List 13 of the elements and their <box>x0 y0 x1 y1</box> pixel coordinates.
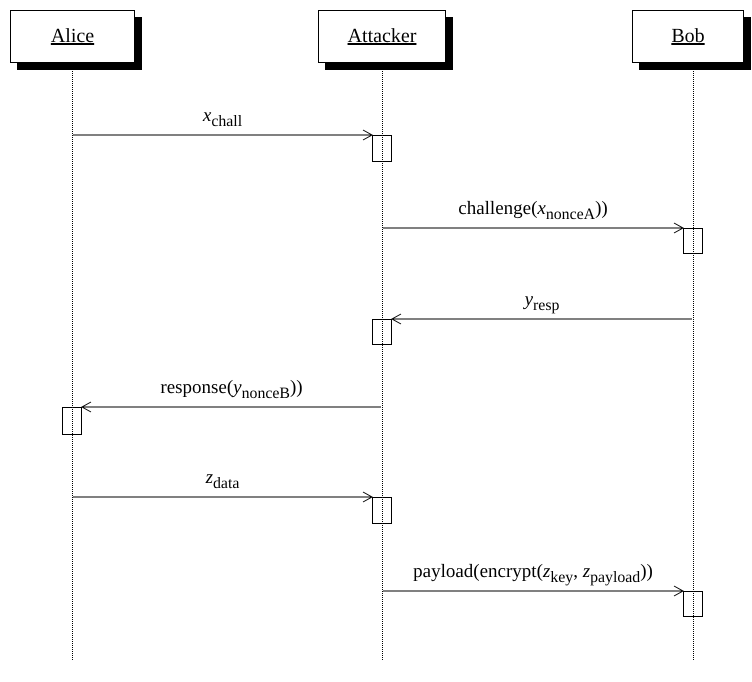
message-arrow <box>72 130 372 140</box>
edge-label: payload(encrypt(z$_{key}$, z$_{payload}$)) <box>411 561 655 587</box>
message-arrow <box>82 402 382 412</box>
activation-bar <box>372 319 392 345</box>
message-arrow <box>382 222 684 234</box>
activation-bar <box>62 407 82 435</box>
message-arrow <box>392 314 692 324</box>
activation-bar <box>372 497 392 524</box>
message-arrow <box>72 492 372 502</box>
activation-bar <box>372 135 392 162</box>
activation-bar <box>683 591 703 617</box>
message-arrow <box>382 586 684 596</box>
activation-bar <box>683 228 703 254</box>
